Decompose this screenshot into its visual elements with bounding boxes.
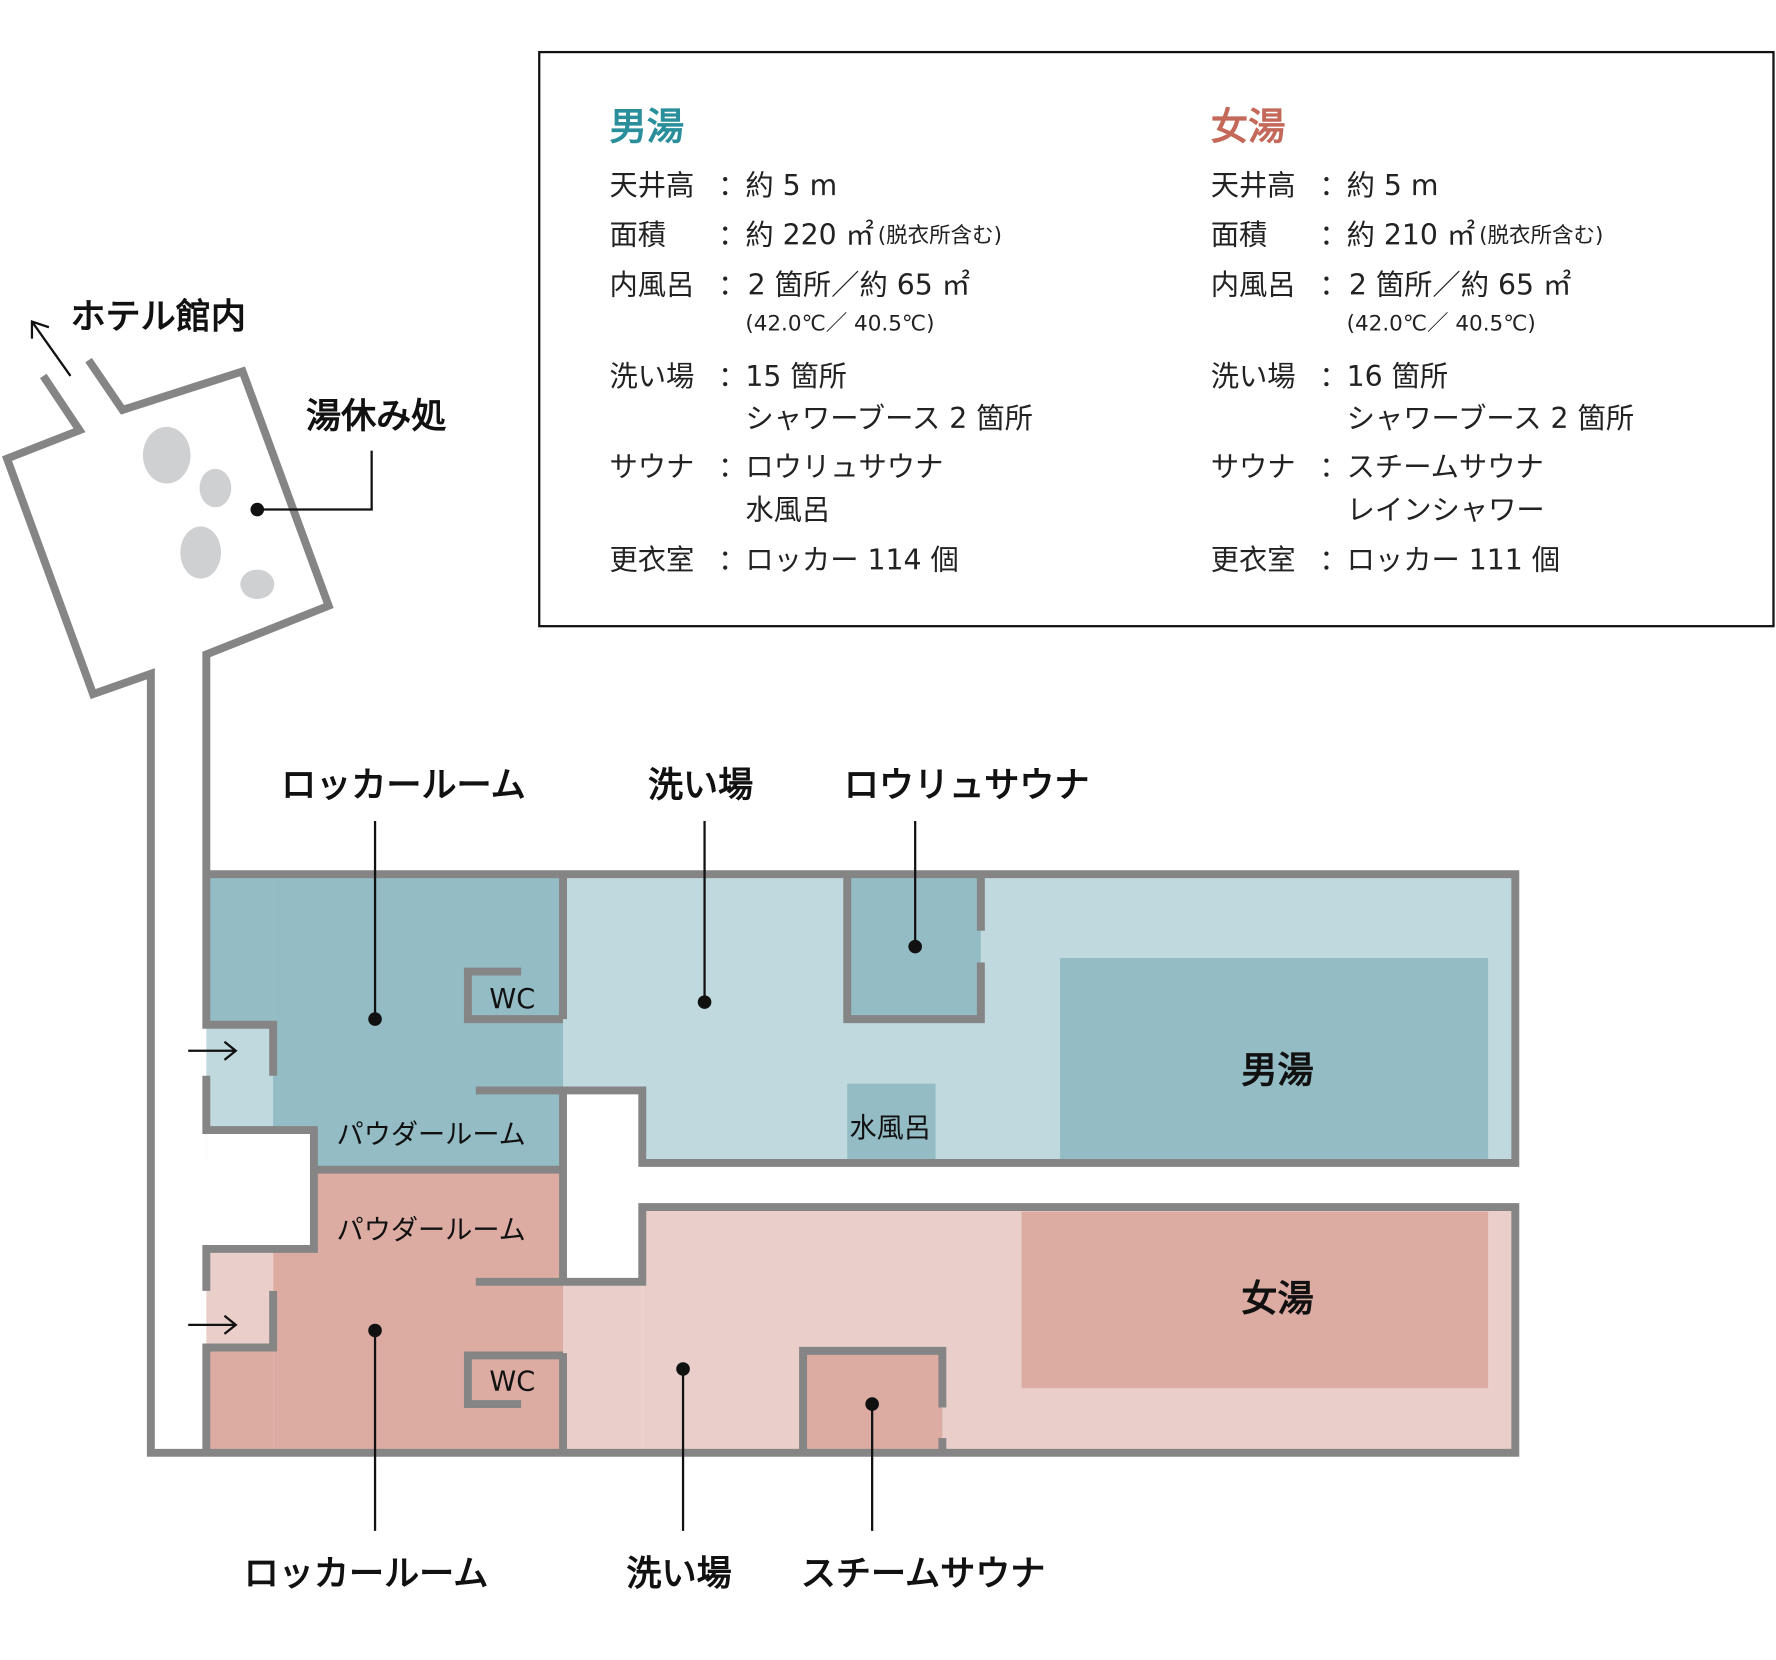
locker-label: 更衣室 (609, 544, 694, 577)
women-wc-label: WC (489, 1367, 535, 1398)
men-powder-label: パウダールーム (337, 1120, 526, 1151)
separator: ： (1319, 219, 1347, 252)
men-title: 男湯 (609, 104, 684, 148)
separator: ： (1319, 268, 1347, 301)
separator: ： (718, 169, 746, 202)
sauna-label: サウナ (609, 451, 694, 484)
inner-bath-temp: (42.0℃／ 40.5℃) (1347, 312, 1536, 337)
sauna-sub: 水風呂 (745, 494, 830, 527)
wash-label: 洗い場 (1211, 360, 1296, 393)
inner-bath-value: 2 箇所／約 65 ㎡ (748, 268, 970, 301)
women-powder-label: パウダールーム (337, 1215, 526, 1246)
area-label: 面積 (609, 219, 666, 252)
women-wash-label: 洗い場 (626, 1553, 731, 1594)
ceiling-value: 約 5 m (745, 169, 837, 202)
separator: ： (718, 219, 746, 252)
separator: ： (718, 268, 746, 301)
info-box: 男湯 天井高 ： 約 5 m 面積 ： 約 220 ㎡ (脱衣所含む) 内風呂 … (538, 50, 1775, 628)
wash-label: 洗い場 (609, 360, 694, 393)
men-wash-label: 洗い場 (648, 765, 753, 806)
women-bath (1021, 1211, 1489, 1389)
locker-value: ロッカー 114 個 (745, 544, 958, 577)
separator: ： (1319, 169, 1347, 202)
area-label: 面積 (1211, 219, 1268, 252)
men-sauna-label: ロウリュサウナ (844, 765, 1090, 806)
separator: ： (718, 544, 746, 577)
wash-sub: シャワーブース 2 箇所 (1347, 402, 1635, 435)
inner-bath-temp: (42.0℃／ 40.5℃) (745, 312, 934, 337)
separator: ： (1319, 544, 1347, 577)
men-entrance-arrow-icon (188, 1040, 238, 1061)
ceiling-label: 天井高 (1211, 169, 1296, 202)
lounge-stones (142, 426, 275, 600)
walls (1, 357, 1520, 1457)
area-note: (脱衣所含む) (1479, 223, 1603, 248)
women-entrance-arrow-icon (188, 1314, 238, 1335)
hotel-label: ホテル館内 (70, 296, 245, 337)
men-locker-label: ロッカールーム (281, 765, 526, 806)
lounge-label: 湯休み処 (306, 396, 446, 437)
sauna-value: スチームサウナ (1347, 451, 1544, 484)
cold-bath (847, 1083, 936, 1163)
wash-value: 16 箇所 (1347, 360, 1449, 393)
area-value: 約 220 ㎡ (745, 219, 874, 252)
locker-value: ロッカー 111 個 (1347, 544, 1560, 577)
cold-bath-label: 水風呂 (850, 1113, 931, 1144)
area-note: (脱衣所含む) (878, 223, 1002, 248)
women-area (206, 1169, 1516, 1453)
women-locker-label: ロッカールーム (244, 1553, 489, 1594)
separator: ： (1319, 451, 1347, 484)
inner-bath-label: 内風呂 (1211, 268, 1296, 301)
wash-value: 15 箇所 (745, 360, 847, 393)
hotel-arrow-icon (30, 320, 72, 377)
women-title: 女湯 (1211, 104, 1286, 148)
men-bath-label: 男湯 (1241, 1049, 1313, 1092)
women-sauna-label: スチームサウナ (801, 1553, 1046, 1594)
separator: ： (718, 360, 746, 393)
separator: ： (1319, 360, 1347, 393)
sauna-label: サウナ (1211, 451, 1296, 484)
women-bath-label: 女湯 (1241, 1277, 1313, 1320)
men-info: 男湯 天井高 ： 約 5 m 面積 ： 約 220 ㎡ (脱衣所含む) 内風呂 … (609, 104, 1032, 576)
locker-label: 更衣室 (1211, 544, 1296, 577)
men-bath (1060, 957, 1489, 1161)
leaders (250, 450, 922, 1531)
sauna-value: ロウリュサウナ (745, 451, 943, 484)
sauna-sub: レインシャワー (1347, 494, 1545, 527)
women-info: 女湯 天井高 ： 約 5 m 面積 ： 約 210 ㎡ (脱衣所含む) 内風呂 … (1211, 104, 1634, 576)
wash-sub: シャワーブース 2 箇所 (745, 402, 1033, 435)
ceiling-value: 約 5 m (1347, 169, 1439, 202)
area-value: 約 210 ㎡ (1347, 219, 1476, 252)
inner-bath-value: 2 箇所／約 65 ㎡ (1349, 268, 1571, 301)
inner-bath-label: 内風呂 (609, 268, 694, 301)
men-wc-label: WC (489, 984, 535, 1015)
separator: ： (718, 451, 746, 484)
ceiling-label: 天井高 (609, 169, 694, 202)
